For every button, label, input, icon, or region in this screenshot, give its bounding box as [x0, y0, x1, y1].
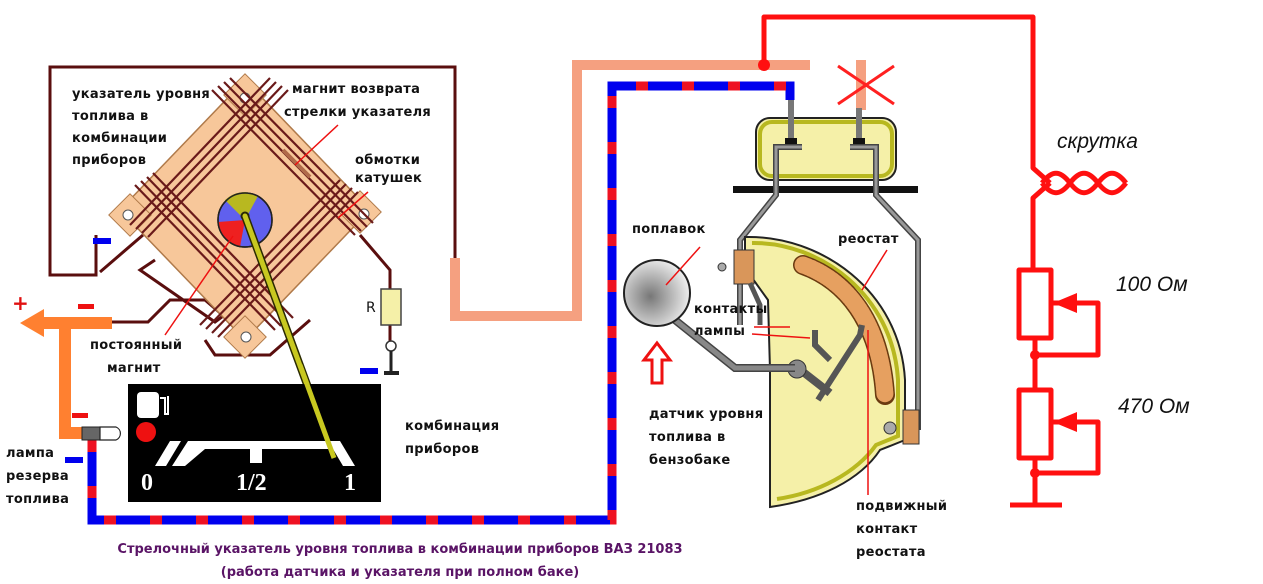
gauge-label-full: 1 [344, 470, 356, 496]
gauge-label-empty: 0 [141, 470, 153, 496]
resistor-470-label: 470 Ом [1118, 395, 1190, 418]
gauge-label: указатель уровня [72, 87, 210, 102]
twist-label: скрутка [1057, 130, 1138, 153]
return-magnet-label: стрелки указателя [284, 105, 431, 120]
minus-marker [65, 457, 83, 463]
leader-lines [164, 124, 888, 495]
cluster-label: комбинация [405, 419, 499, 434]
fuel-level-sensor [672, 60, 921, 509]
minus-marker [360, 368, 378, 374]
current-arrow [72, 413, 88, 418]
potentiometer-arrows [1030, 293, 1077, 478]
fuel-pump-icon [137, 392, 159, 418]
coils-label: обмотки [355, 153, 420, 168]
caption-title: Стрелочный указатель уровня топлива в ко… [117, 542, 682, 557]
gauge-label: топлива в [72, 109, 149, 124]
coils-label: катушек [355, 171, 422, 186]
positive-supply-wire [20, 309, 112, 439]
fuel-reserve-lamp [81, 426, 121, 441]
gauge-label: приборов [72, 153, 146, 168]
resistor-r [380, 270, 402, 375]
lamp-contacts-label: контакты [694, 302, 768, 317]
lamp-label: топлива [6, 492, 69, 507]
rheostat-label: реостат [838, 232, 899, 247]
resistor-label: R [366, 300, 376, 316]
float-label: поплавок [632, 222, 706, 237]
permanent-magnet-label: постоянный [90, 338, 182, 353]
wiper-label: подвижный [856, 499, 947, 514]
permanent-magnet-label: магнит [107, 361, 161, 376]
gauge-label: комбинации [72, 131, 167, 146]
ground-wire [87, 81, 795, 525]
lamp-label: лампа [6, 446, 54, 461]
signal-wire [450, 60, 810, 321]
sensor-label: бензобаке [649, 453, 731, 468]
lamp-label: резерва [6, 469, 69, 484]
low-fuel-indicator [136, 422, 156, 442]
sensor-label: топлива в [649, 430, 726, 445]
gauge-coil-windings [129, 77, 374, 338]
return-magnet-label: магнит возврата [292, 82, 420, 97]
gauge-dial [128, 384, 381, 502]
current-arrow [78, 304, 94, 309]
minus-marker [93, 238, 111, 244]
float-up-arrow [640, 340, 674, 385]
wiper-label: контакт [856, 522, 918, 537]
gauge-label-half: 1/2 [236, 470, 267, 496]
resistor-100-label: 100 Ом [1116, 273, 1188, 296]
wiper-label: реостата [856, 545, 926, 560]
bypass-wire [761, 14, 1128, 508]
sensor-label: датчик уровня [649, 407, 763, 422]
plus-sign: + [12, 291, 29, 315]
lamp-contacts-label: лампы [694, 324, 745, 339]
caption-subtitle: (работа датчика и указателя при полном б… [221, 565, 579, 580]
gauge-needle-tip [297, 364, 337, 459]
cluster-label: приборов [405, 442, 479, 457]
